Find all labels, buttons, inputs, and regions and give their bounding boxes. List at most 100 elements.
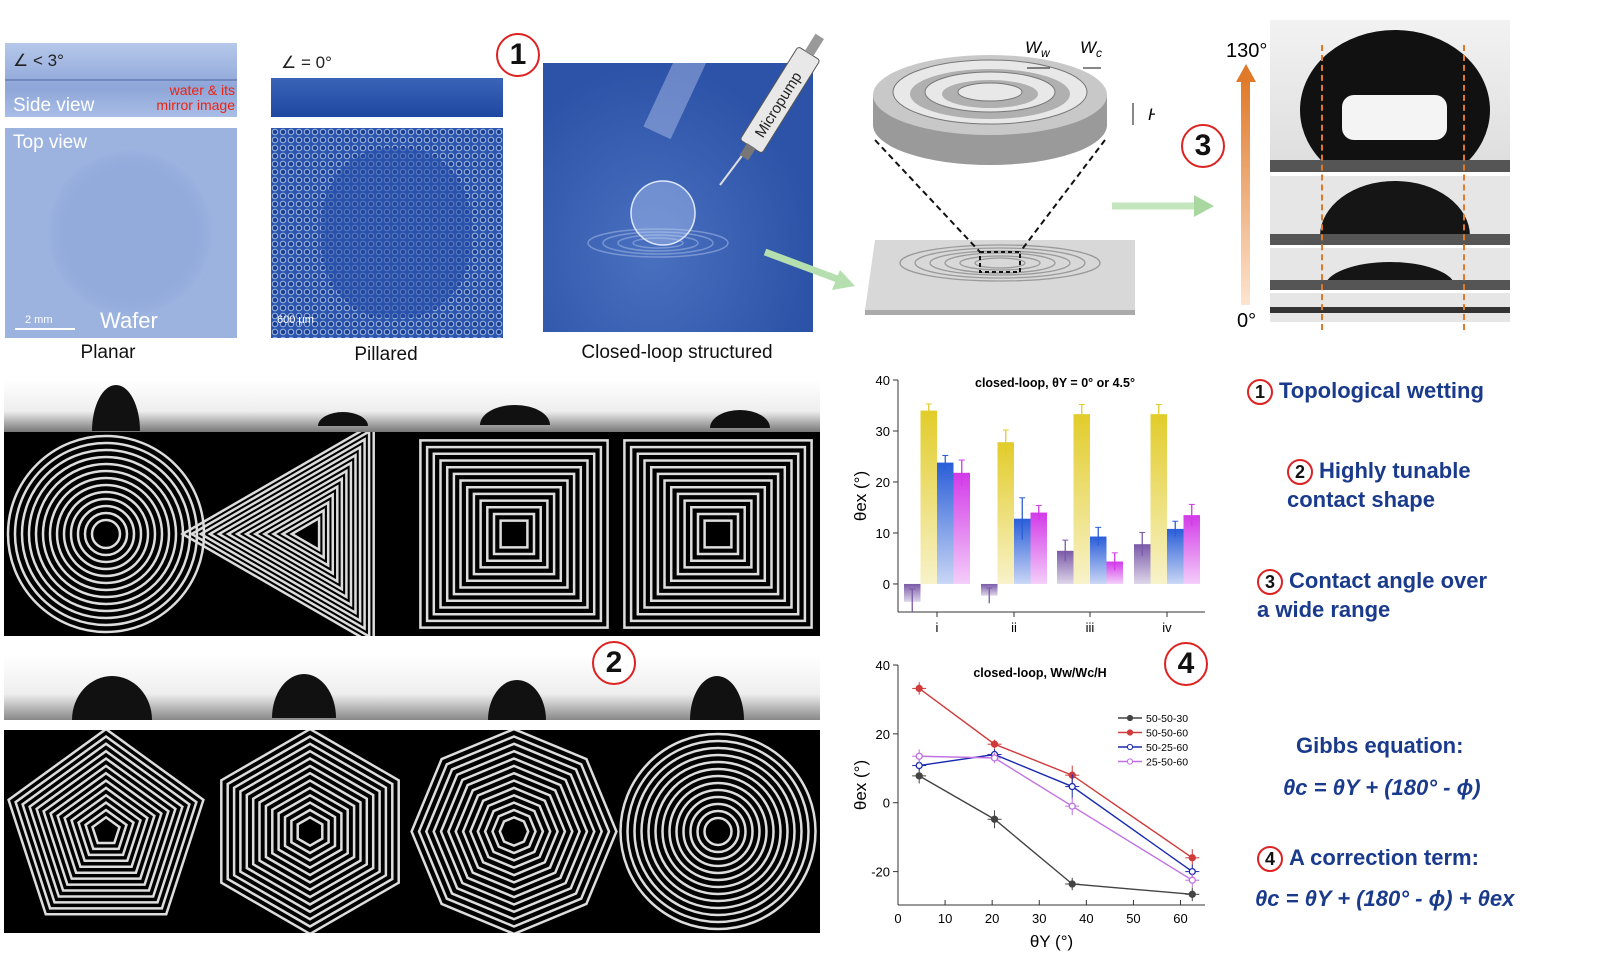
- ring: [245, 757, 375, 906]
- ring: [55, 483, 157, 585]
- droplet: [318, 412, 368, 426]
- x-tick-label: 10: [938, 911, 952, 926]
- pillared-top-view-photo: 600 μm: [271, 128, 503, 338]
- ring: [647, 760, 789, 903]
- ring: [643, 459, 793, 609]
- dashed-guide: [1321, 45, 1323, 330]
- data-point: [1068, 782, 1076, 791]
- pillared-angle-label: ∠ = 0°: [281, 53, 332, 72]
- x-tick-label: iii: [1086, 620, 1095, 635]
- bar-i-s3: [937, 462, 954, 584]
- pillared-side-view-photo: [271, 78, 503, 117]
- ring: [654, 767, 782, 896]
- ring: [492, 512, 536, 556]
- droplet-photo-130: [1270, 20, 1510, 172]
- scale-label: 2 mm: [25, 314, 53, 326]
- concentric-octagon: [410, 730, 618, 933]
- ring: [703, 816, 733, 847]
- ring: [472, 492, 556, 576]
- data-point: [990, 815, 999, 823]
- ring: [703, 519, 733, 549]
- bar-i-s2: [920, 410, 937, 584]
- badge-4: 4: [1164, 642, 1208, 686]
- wafer-label: Wafer: [100, 308, 158, 333]
- droplet-pump-illustration: [587, 63, 729, 258]
- droplet: [710, 410, 770, 428]
- legend-marker: [1126, 743, 1134, 751]
- ring: [180, 432, 375, 636]
- ring: [499, 519, 529, 549]
- ring: [243, 476, 344, 592]
- ring: [445, 465, 583, 603]
- concentric-circle: [619, 732, 817, 931]
- pillared-caption: Pillared: [354, 344, 418, 365]
- ring: [63, 786, 149, 869]
- series-line-25-50-60: [919, 755, 1193, 881]
- planar-side-view-photo: ∠ < 3° Side view water & its mirror imag…: [5, 43, 237, 117]
- shape-panel-row2: [4, 730, 820, 933]
- ring: [225, 460, 353, 608]
- y-tick-label: 20: [876, 727, 890, 742]
- ring: [452, 472, 576, 596]
- y-tick-label: -20: [871, 865, 890, 880]
- green-arrow-icon: [1112, 195, 1214, 217]
- ring: [34, 462, 178, 606]
- ring: [668, 781, 768, 882]
- planar-top-view-photo: Top view 2 mm Wafer: [5, 128, 237, 338]
- y-tick-label: 30: [876, 424, 890, 439]
- bar-iv-s1: [1134, 544, 1151, 584]
- bar-iii-s4: [1106, 561, 1123, 584]
- angle-scale-arrow: [1241, 80, 1250, 305]
- arrow-head-icon: [1236, 64, 1256, 82]
- ring: [207, 445, 362, 623]
- ring: [264, 779, 356, 884]
- ring: [277, 793, 343, 870]
- data-point: [1068, 802, 1076, 810]
- ring: [189, 432, 371, 636]
- bar-ii-s2: [997, 442, 1014, 584]
- ring: [454, 771, 574, 892]
- series-line-50-50-30: [918, 775, 1193, 896]
- mirror-annotation: water & its mirror image: [156, 82, 235, 113]
- data-point: [1188, 854, 1196, 862]
- x-axis-label: θY (°): [1030, 932, 1073, 951]
- gibbs-equation: θc = θY + (180° - ϕ): [1283, 775, 1481, 800]
- gibbs-title: Gibbs equation:: [1296, 733, 1464, 758]
- ring: [216, 453, 357, 615]
- ring: [48, 476, 164, 592]
- ring: [683, 499, 753, 569]
- ring: [27, 455, 185, 613]
- droplet-photo-30: [1270, 248, 1510, 290]
- ring: [220, 730, 400, 933]
- ring: [20, 448, 192, 620]
- scale-bar: [15, 328, 75, 330]
- chart-title: closed-loop, θY = 0° or 4.5°: [975, 376, 1135, 390]
- ring: [77, 801, 135, 857]
- x-tick-label: 20: [985, 911, 999, 926]
- ring: [21, 742, 191, 904]
- ring: [198, 437, 366, 631]
- h-label: H: [1148, 105, 1155, 124]
- data-point: [990, 754, 999, 762]
- ring: [76, 504, 136, 564]
- y-tick-label: 10: [876, 526, 890, 541]
- ring: [56, 779, 156, 874]
- x-tick-label: 50: [1126, 911, 1140, 926]
- ring: [633, 746, 803, 917]
- x-tick-label: ii: [1011, 620, 1017, 635]
- bar-iii-s2: [1073, 414, 1090, 584]
- ring: [410, 730, 618, 933]
- ring: [91, 815, 121, 845]
- ring: [258, 771, 362, 892]
- bar-iv-s2: [1150, 414, 1167, 584]
- y-tick-label: 40: [876, 658, 890, 673]
- concentric-triangle: [180, 432, 375, 636]
- ring: [251, 764, 369, 899]
- bar-iii-s1: [1057, 550, 1074, 584]
- ring: [663, 479, 773, 589]
- ring: [35, 756, 177, 892]
- concentric-square: [623, 439, 813, 629]
- x-tick-label: iv: [1162, 620, 1172, 635]
